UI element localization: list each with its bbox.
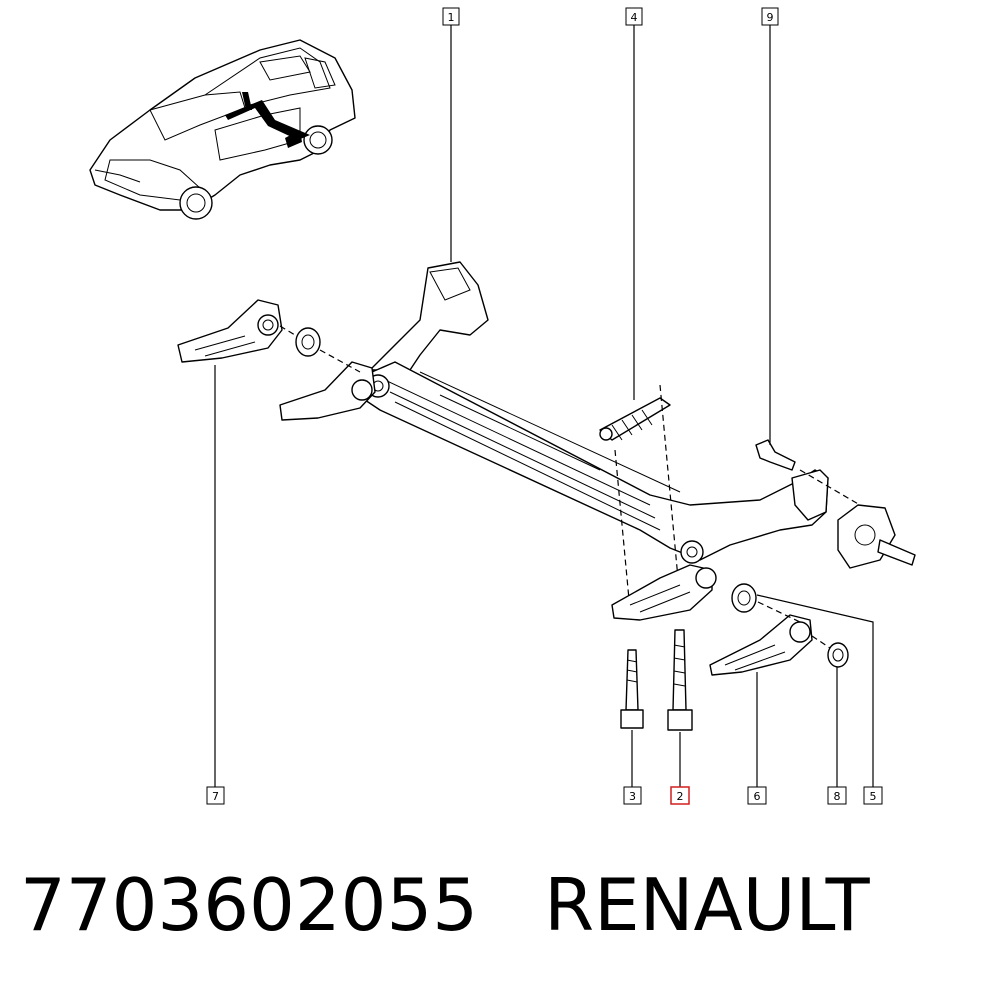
- part-number: 7703602055: [20, 863, 479, 947]
- brand-name: RENAULT: [544, 863, 870, 947]
- callout-8[interactable]: 8: [827, 786, 847, 805]
- callout-5-label: 5: [870, 790, 877, 803]
- callout-3-label: 3: [629, 790, 636, 803]
- callout-6-label: 6: [754, 790, 761, 803]
- callout-8-label: 8: [834, 790, 841, 803]
- callout-4[interactable]: 4: [625, 7, 643, 26]
- callout-2-label: 2: [677, 790, 684, 803]
- car-illustration: [89, 39, 356, 220]
- leader-lines: [214, 25, 874, 787]
- left-mounting-bracket: [177, 299, 376, 421]
- right-mounting-bracket: [611, 564, 849, 676]
- callout-1-label: 1: [448, 11, 455, 24]
- callout-7-label: 7: [212, 790, 219, 803]
- part-caption: 7703602055 RENAULT: [20, 855, 980, 955]
- callout-1[interactable]: 1: [442, 7, 460, 26]
- callout-2[interactable]: 2: [670, 786, 690, 805]
- bolts: [620, 629, 693, 731]
- callout-4-label: 4: [631, 11, 638, 24]
- torsion-bar-part: [599, 384, 681, 611]
- callout-3[interactable]: 3: [623, 786, 642, 805]
- callout-9-label: 9: [767, 11, 774, 24]
- hub-and-bolt: [755, 439, 916, 569]
- callout-5[interactable]: 5: [863, 786, 883, 805]
- rear-axle-beam: [364, 261, 829, 564]
- callout-6[interactable]: 6: [747, 786, 767, 805]
- callout-9[interactable]: 9: [761, 7, 779, 26]
- callout-7[interactable]: 7: [206, 786, 225, 805]
